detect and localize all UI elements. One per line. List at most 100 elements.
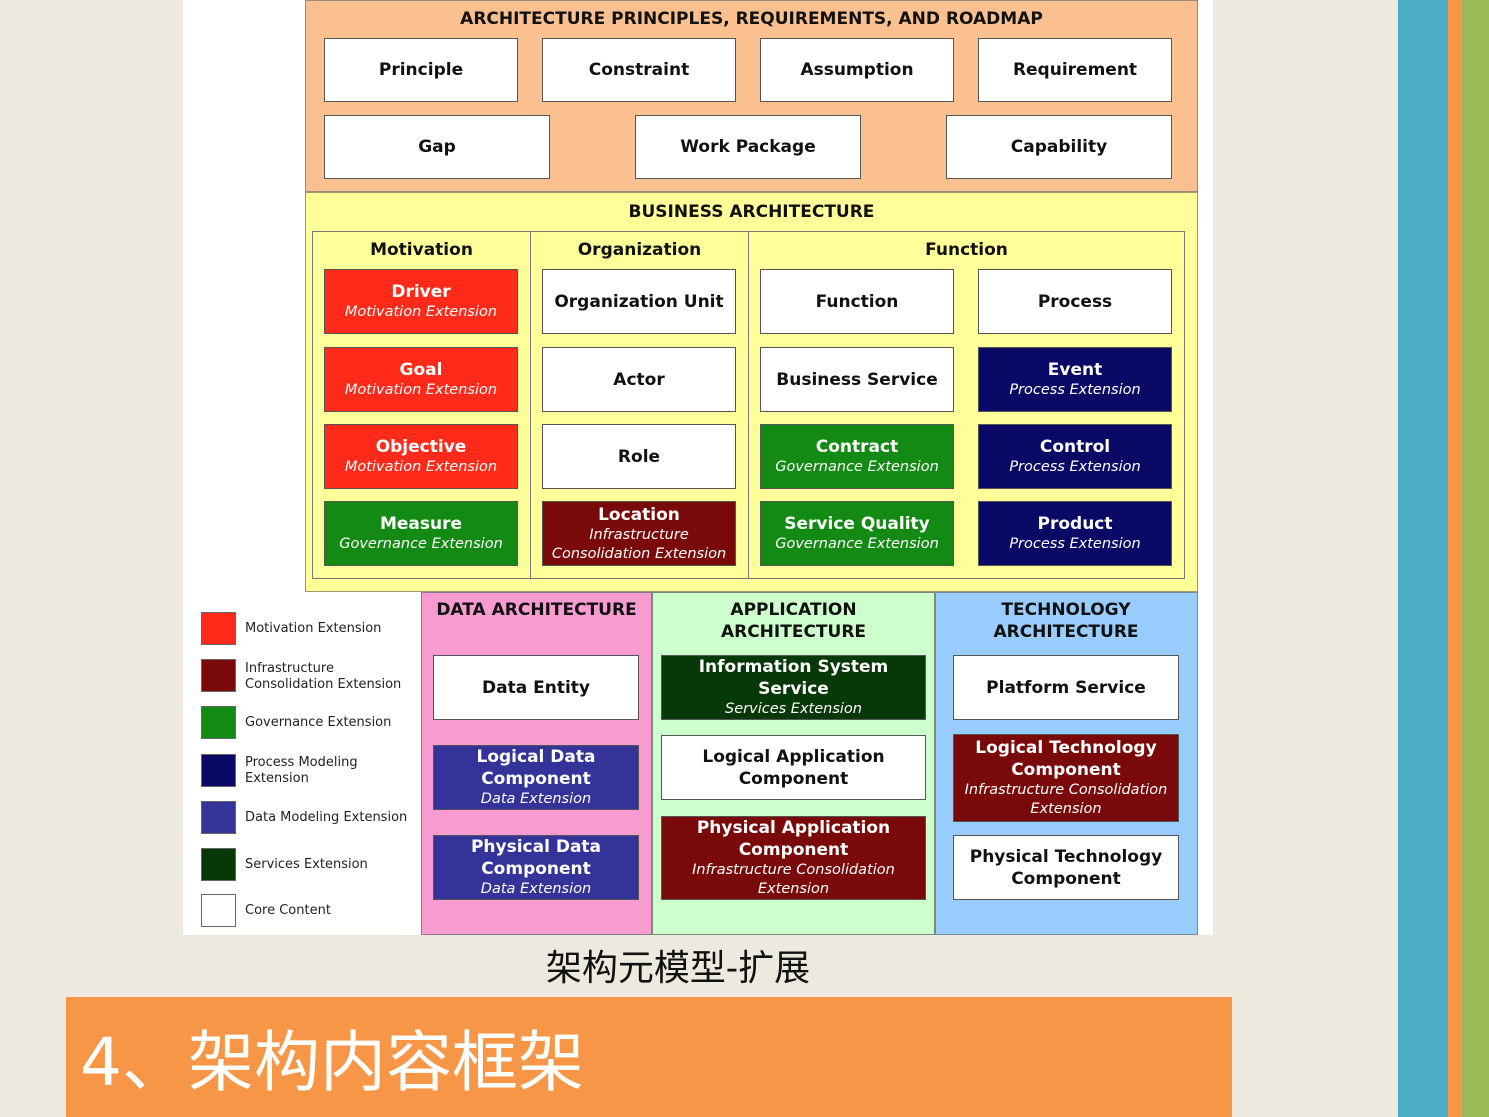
- data-architecture-heading: DATA ARCHITECTURE: [436, 600, 637, 620]
- box-title: Physical Technology Component: [969, 846, 1163, 889]
- constraint-box: Constraint: [542, 38, 736, 102]
- legend-swatch-governance: [201, 706, 236, 739]
- slide-title-bar: [66, 997, 1232, 1117]
- technology-architecture-heading: TECHNOLOGY ARCHITECTURE: [993, 600, 1139, 642]
- box-title: Physical Application Component: [696, 818, 891, 860]
- box-title: Assumption: [800, 60, 914, 80]
- box-subtitle: Motivation Extension: [344, 459, 498, 475]
- box-title: Function: [815, 291, 899, 312]
- box-subtitle: Data Extension: [480, 881, 592, 897]
- decor-stripe-green: [1462, 0, 1489, 1117]
- box-title: Measure: [379, 514, 463, 534]
- box-title: Data Entity: [482, 677, 590, 698]
- box-subtitle: Process Extension: [1009, 382, 1141, 398]
- capability-box: Capability: [946, 115, 1172, 179]
- box-subtitle: Motivation Extension: [344, 382, 498, 398]
- box-title: Product: [1037, 514, 1113, 534]
- box-title: Physical Data Component: [470, 837, 602, 879]
- physical-application-component-box: Physical Application Component Infrastru…: [661, 816, 926, 900]
- function-box: Function: [760, 269, 954, 334]
- box-title: Work Package: [680, 137, 816, 157]
- organization-unit-box: Organization Unit: [542, 269, 736, 334]
- box-title: Goal: [399, 360, 443, 380]
- legend-label-services: Services Extension: [245, 856, 368, 872]
- legend-label-infrastructure: Infrastructure Consolidation Extension: [245, 661, 402, 692]
- gap-box: Gap: [324, 115, 550, 179]
- contract-box: Contract Governance Extension: [760, 424, 954, 489]
- box-subtitle: Governance Extension: [339, 536, 503, 552]
- legend-label-motivation: Motivation Extension: [245, 620, 382, 636]
- application-architecture-heading: APPLICATION ARCHITECTURE: [720, 600, 867, 642]
- box-title: Driver: [391, 282, 451, 302]
- box-subtitle: Infrastructure Consolidation Extension: [551, 526, 727, 562]
- legend-swatch-motivation: [201, 612, 236, 645]
- process-box: Process: [978, 269, 1172, 334]
- business-service-box: Business Service: [760, 347, 954, 412]
- box-title: Logical Data Component: [476, 747, 596, 789]
- box-title: Business Service: [776, 369, 938, 390]
- driver-box: Driver Motivation Extension: [324, 269, 518, 334]
- principles-heading: ARCHITECTURE PRINCIPLES, REQUIREMENTS, A…: [460, 9, 1043, 29]
- box-title: Contract: [815, 437, 899, 457]
- logical-technology-component-box: Logical Technology Component Infrastruct…: [953, 734, 1179, 822]
- goal-box: Goal Motivation Extension: [324, 347, 518, 412]
- slide-title: 4、架构内容框架: [80, 1024, 584, 1101]
- principle-box: Principle: [324, 38, 518, 102]
- physical-technology-component-box: Physical Technology Component: [953, 835, 1179, 900]
- assumption-box: Assumption: [760, 38, 954, 102]
- legend-label-process: Process Modeling Extension: [245, 754, 358, 786]
- service-quality-box: Service Quality Governance Extension: [760, 501, 954, 566]
- box-title: Process: [1037, 291, 1113, 312]
- motivation-heading: Motivation: [370, 240, 473, 260]
- event-box: Event Process Extension: [978, 347, 1172, 412]
- box-title: Capability: [1010, 137, 1108, 157]
- box-subtitle: Services Extension: [725, 701, 862, 717]
- box-title: Logical Technology Component: [975, 738, 1157, 780]
- figure-caption: 架构元模型-扩展: [545, 948, 811, 989]
- box-title: Organization Unit: [554, 291, 724, 312]
- business-heading: BUSINESS ARCHITECTURE: [628, 202, 875, 222]
- box-title: Role: [617, 446, 661, 467]
- organization-heading: Organization: [577, 240, 702, 260]
- legend-label-data: Data Modeling Extension: [245, 809, 408, 825]
- box-subtitle: Process Extension: [1009, 536, 1141, 552]
- decor-stripe-teal: [1398, 0, 1448, 1117]
- location-box: Location Infrastructure Consolidation Ex…: [542, 501, 736, 566]
- legend-label-governance: Governance Extension: [245, 714, 392, 730]
- box-subtitle: Motivation Extension: [344, 304, 498, 320]
- box-title: Constraint: [588, 60, 690, 80]
- box-subtitle: Data Extension: [480, 791, 592, 807]
- logical-data-component-box: Logical Data Component Data Extension: [433, 745, 639, 810]
- function-heading: Function: [925, 240, 1008, 260]
- physical-data-component-box: Physical Data Component Data Extension: [433, 835, 639, 900]
- legend-swatch-core: [201, 894, 236, 927]
- box-subtitle: Infrastructure Consolidation Extension: [964, 782, 1168, 817]
- box-title: Control: [1039, 437, 1111, 457]
- actor-box: Actor: [542, 347, 736, 412]
- role-box: Role: [542, 424, 736, 489]
- box-title: Service Quality: [784, 514, 930, 534]
- information-system-service-box: Information System Service Services Exte…: [661, 655, 926, 720]
- box-title: Requirement: [1012, 60, 1138, 80]
- legend-swatch-infrastructure: [201, 659, 236, 692]
- requirement-box: Requirement: [978, 38, 1172, 102]
- decor-stripe-orange: [1448, 0, 1462, 1117]
- objective-box: Objective Motivation Extension: [324, 424, 518, 489]
- work-package-box: Work Package: [635, 115, 861, 179]
- logical-application-component-box: Logical Application Component: [661, 735, 926, 800]
- box-title: Logical Application Component: [702, 746, 885, 789]
- box-title: Platform Service: [986, 677, 1146, 698]
- legend-swatch-process: [201, 754, 236, 787]
- box-title: Information System Service: [698, 657, 889, 699]
- box-subtitle: Governance Extension: [775, 459, 939, 475]
- box-title: Event: [1047, 360, 1103, 380]
- function-column: [748, 231, 1185, 579]
- product-box: Product Process Extension: [978, 501, 1172, 566]
- box-title: Location: [598, 504, 680, 525]
- box-title: Principle: [378, 60, 464, 80]
- box-subtitle: Infrastructure Consolidation Extension: [692, 862, 895, 897]
- box-title: Gap: [418, 137, 456, 157]
- box-title: Actor: [613, 369, 665, 390]
- legend-swatch-services: [201, 848, 236, 881]
- legend-swatch-data: [201, 801, 236, 834]
